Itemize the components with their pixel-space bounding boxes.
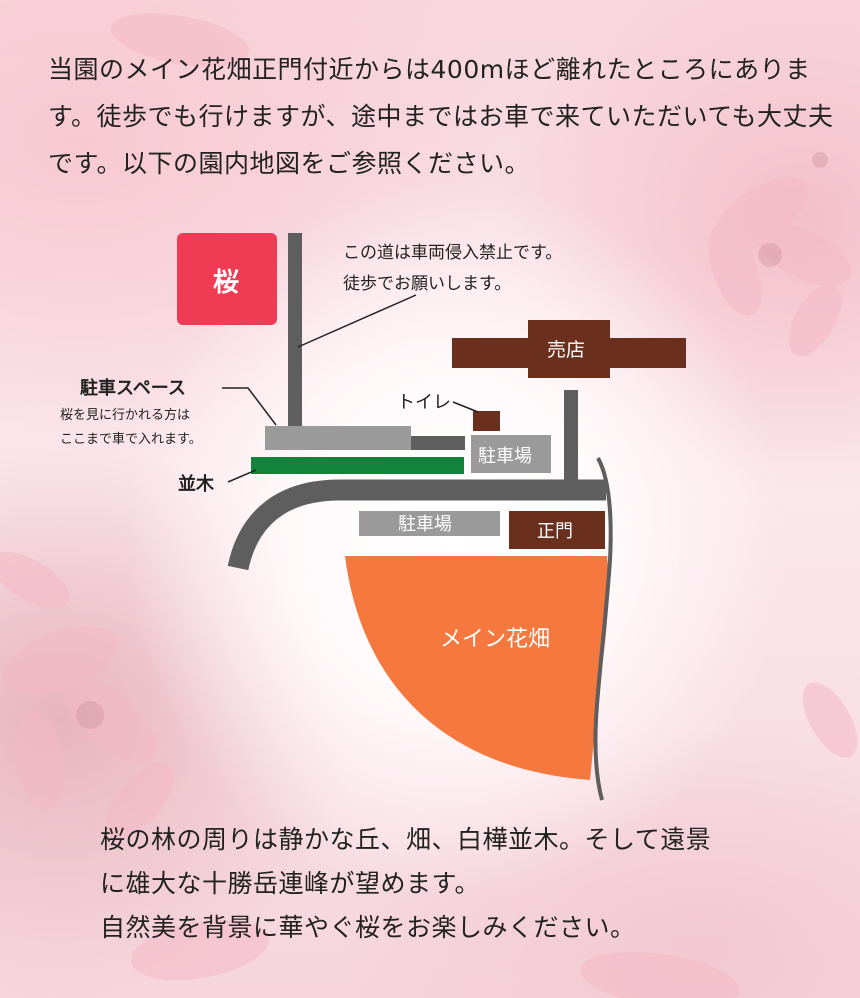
- parking-lower-label: 駐車場: [398, 514, 452, 535]
- toilet-leader: [452, 401, 479, 413]
- parking-space-area: [265, 426, 411, 450]
- parking-upper-label: 駐車場: [478, 446, 532, 467]
- main-field-area: [345, 556, 609, 780]
- outro-line3: 自然美を背景に華やぐ桜をお楽しみください。: [100, 913, 636, 942]
- shop-label: 売店: [547, 339, 585, 361]
- parking-lower: [359, 511, 500, 536]
- shop-building-tall: [528, 320, 610, 378]
- parking-upper: [471, 435, 551, 473]
- main-road: [227, 479, 606, 571]
- toilet-building: [473, 411, 500, 431]
- main-field-label: メイン花畑: [440, 627, 550, 652]
- parking-space-note-line2: ここまで車で入れます。: [60, 432, 202, 447]
- boundary-line: [593, 457, 613, 801]
- road-note-leader: [297, 294, 417, 348]
- outro-line1: 桜の林の周りは静かな丘、畑、白樺並木。そして遠景: [100, 825, 712, 854]
- road-note-line2: 徒歩でお願いします。: [343, 274, 511, 294]
- parking-space-label: 駐車スペース: [80, 377, 186, 399]
- main-gate-label: 正門: [537, 521, 573, 542]
- outro-line2: に雄大な十勝岳連峰が望めます。: [100, 869, 481, 898]
- toilet-label: トイレ: [397, 392, 451, 413]
- namiki-label: 並木: [178, 473, 215, 495]
- outro-text: 桜の林の周りは静かな丘、畑、白樺並木。そして遠景 に雄大な十勝岳連峰が望めます。…: [100, 818, 820, 950]
- main-gate: [509, 511, 605, 549]
- namiki-leader: [227, 469, 257, 483]
- sakura-area: [177, 233, 277, 325]
- parking-space-leader: [222, 387, 277, 426]
- pedestrian-road: [288, 233, 302, 429]
- road-note-line1: この道は車両侵入禁止です。: [343, 243, 562, 263]
- sakura-label: 桜: [213, 268, 239, 298]
- connector-road: [410, 436, 465, 450]
- shop-road: [564, 390, 578, 482]
- namiki-area: [251, 457, 464, 474]
- parking-space-note-line1: 桜を見に行かれる方は: [60, 407, 190, 423]
- intro-text: 当園のメイン花畑正門付近からは400mほど離れたところにあります。徒歩でも行けま…: [48, 55, 834, 178]
